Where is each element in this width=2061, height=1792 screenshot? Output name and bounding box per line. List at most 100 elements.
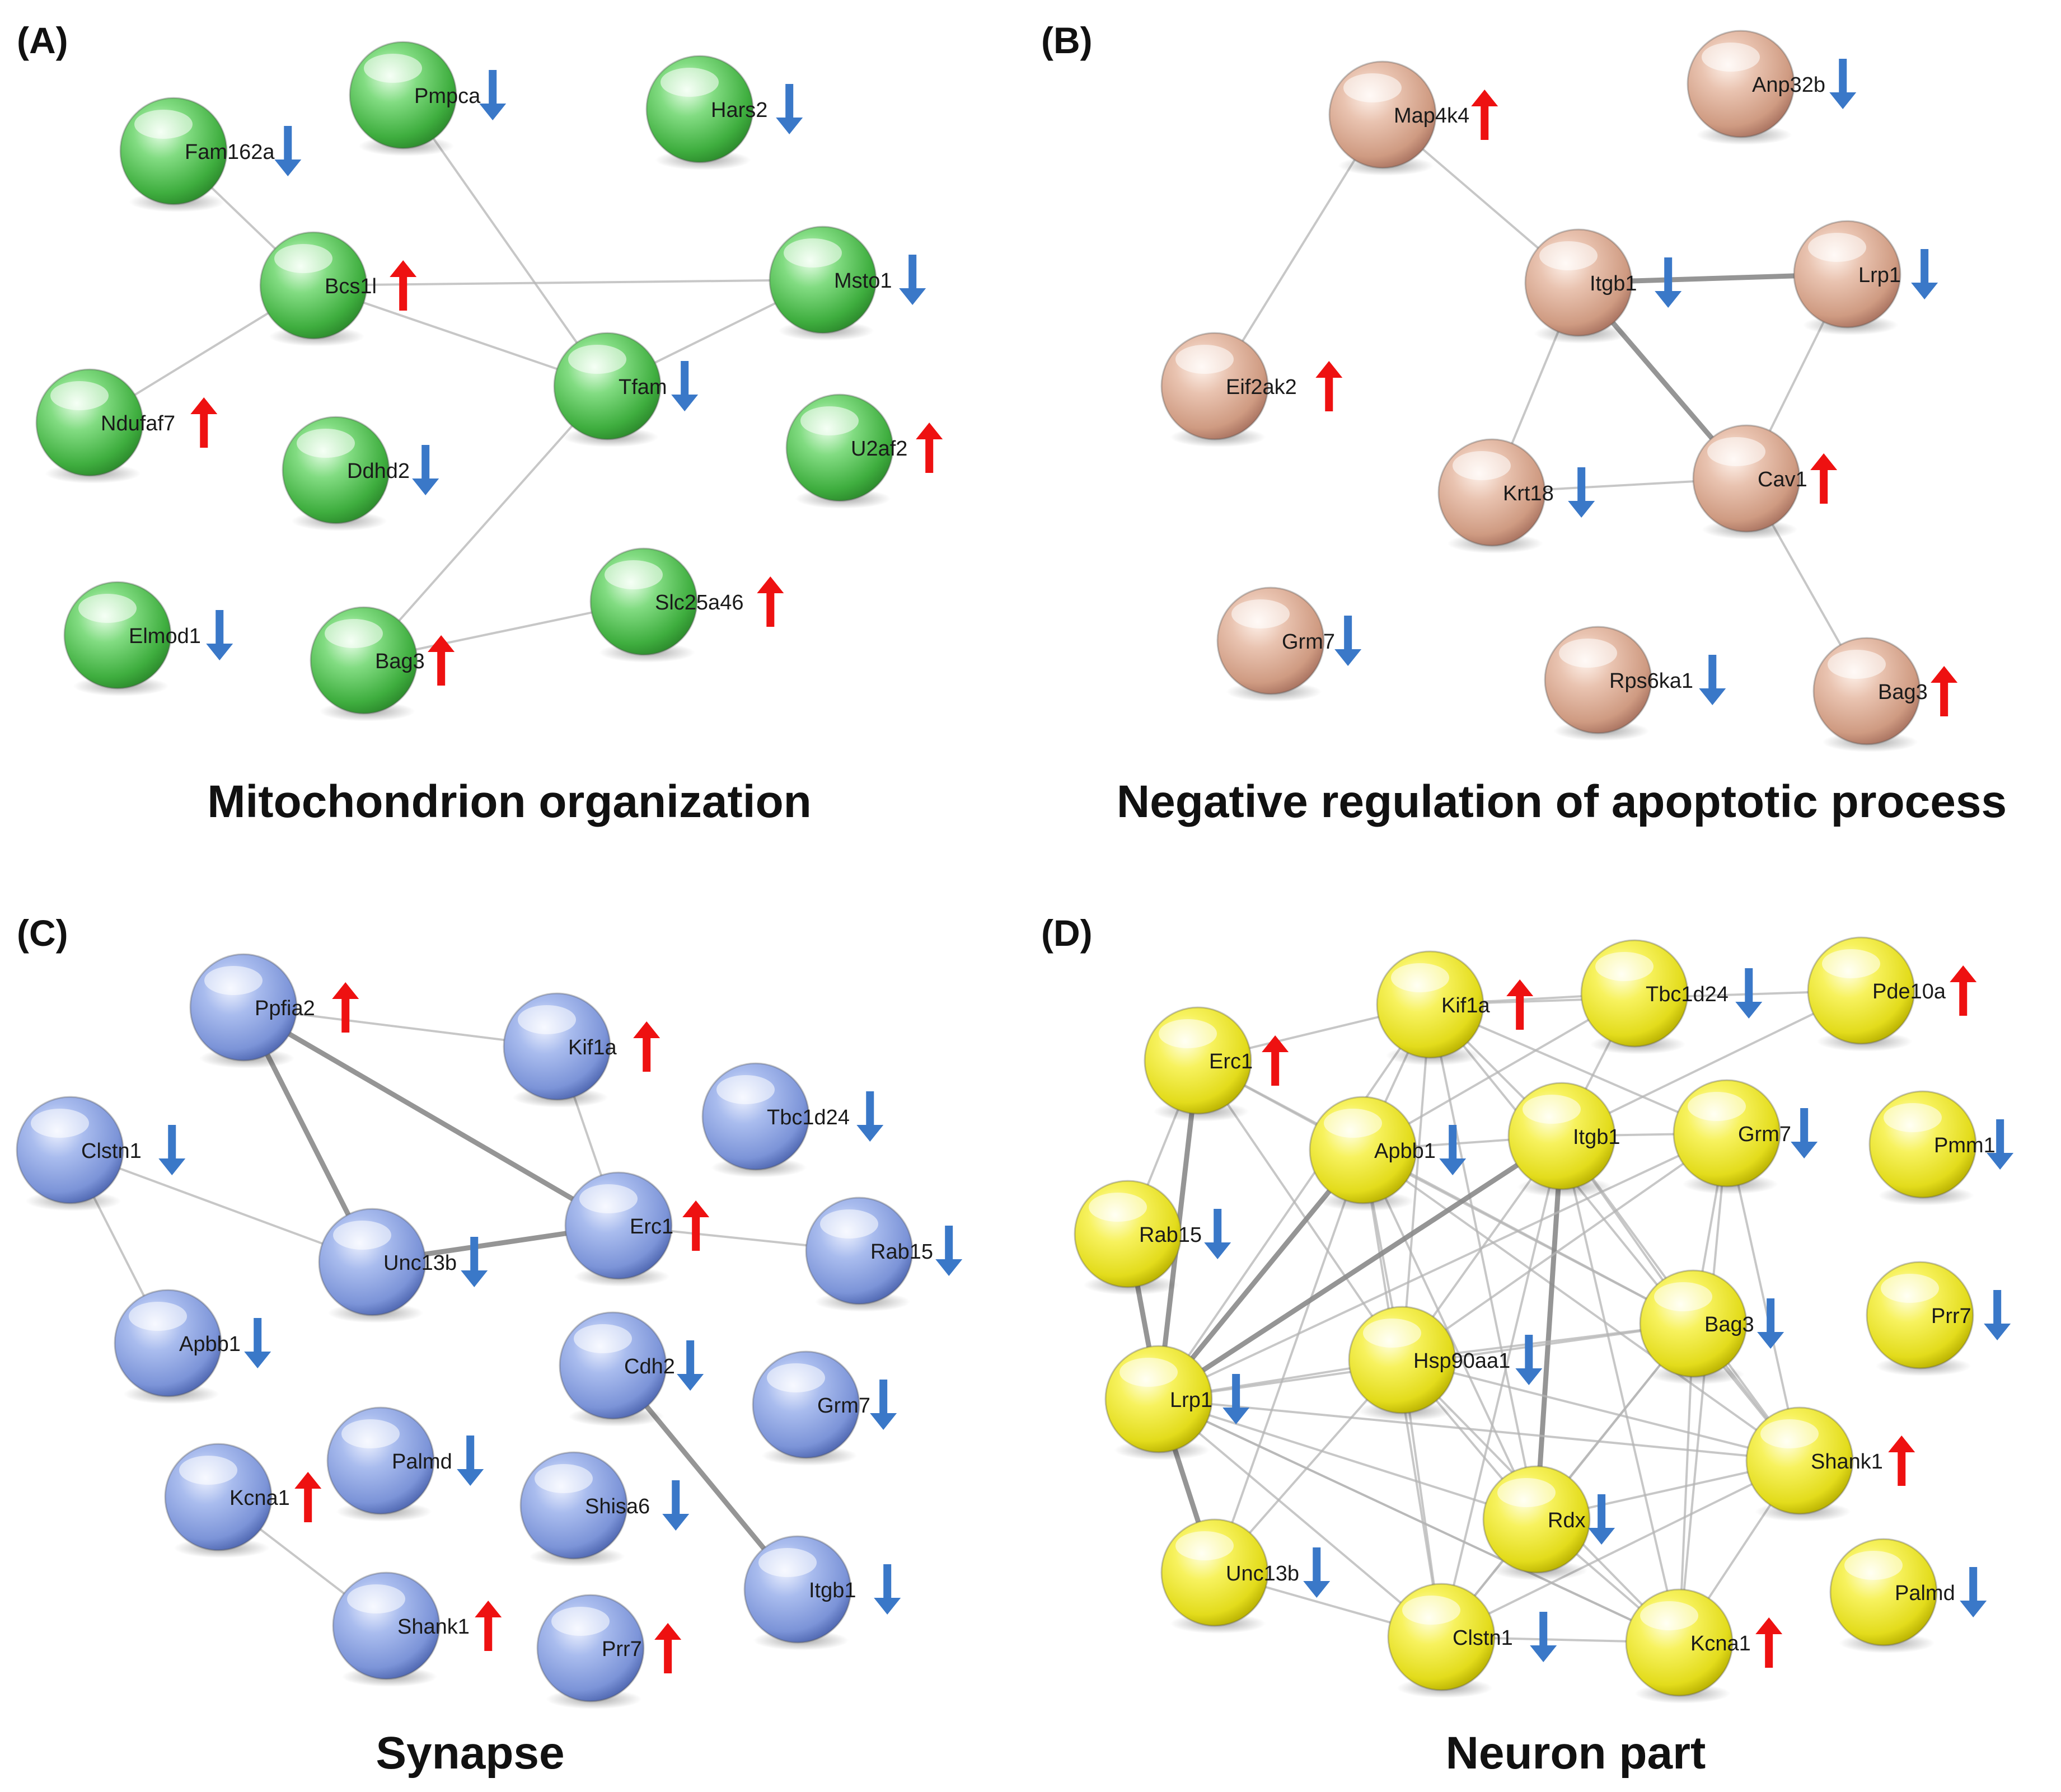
node-rps6ka1[interactable]: Rps6ka1 (1544, 626, 1726, 741)
node-slc25a46[interactable]: Slc25a46 (589, 547, 784, 663)
node-clstn1[interactable]: Clstn1 (16, 1096, 186, 1211)
node-shank1[interactable]: Shank1 (1745, 1406, 1915, 1522)
node-itgb1[interactable]: Itgb1 (1524, 228, 1682, 344)
node-ddhd2[interactable]: Ddhd2 (282, 416, 439, 531)
node-kif1a[interactable]: Kif1a (1376, 950, 1534, 1066)
node-label: Hsp90aa1 (1413, 1349, 1510, 1373)
node-prr7[interactable]: Prr7 (1866, 1261, 2011, 1376)
node-bcs1l[interactable]: Bcs1l (259, 231, 417, 346)
arrow-down-icon (1757, 1298, 1784, 1349)
node-pmpca[interactable]: Pmpca (349, 41, 507, 156)
node-shisa6[interactable]: Shisa6 (519, 1451, 690, 1566)
edge-hsp90aa1-shank1 (1402, 1359, 1800, 1462)
node-bag3[interactable]: Bag3 (1812, 637, 1958, 752)
arrow-up-icon (916, 423, 943, 473)
node-cav1[interactable]: Cav1 (1692, 424, 1838, 540)
node-cdh2[interactable]: Cdh2 (559, 1311, 704, 1427)
node-highlight (1640, 1601, 1698, 1630)
node-highlight (535, 1464, 593, 1493)
node-clstn1[interactable]: Clstn1 (1387, 1583, 1557, 1698)
node-palmd[interactable]: Palmd (326, 1406, 484, 1522)
edge-shank1-clstn1 (1441, 1460, 1800, 1638)
node-apbb1[interactable]: Apbb1 (114, 1289, 271, 1404)
node-itgb1[interactable]: Itgb1 (743, 1535, 901, 1650)
node-kcna1[interactable]: Kcna1 (1625, 1588, 1783, 1704)
node-label: Tfam (619, 376, 667, 399)
arrow-up-icon (682, 1200, 710, 1251)
node-rab15[interactable]: Rab15 (1074, 1180, 1231, 1295)
node-lrp1[interactable]: Lrp1 (1793, 220, 1938, 335)
arrow-down-icon (1303, 1547, 1331, 1598)
node-tbc1d24[interactable]: Tbc1d24 (701, 1062, 884, 1178)
node-anp32b[interactable]: Anp32b (1687, 30, 1857, 145)
node-highlight (134, 110, 193, 139)
edge-bcs1l-msto1 (313, 279, 823, 287)
node-rab15[interactable]: Rab15 (805, 1197, 963, 1312)
node-krt18[interactable]: Krt18 (1437, 438, 1595, 553)
node-highlight (1159, 1019, 1217, 1048)
arrow-up-icon (1931, 666, 1958, 716)
arrow-up-icon (757, 576, 784, 627)
node-msto1[interactable]: Msto1 (769, 226, 926, 341)
node-highlight (78, 594, 137, 623)
node-kif1a[interactable]: Kif1a (503, 992, 661, 1108)
node-highlight (1120, 1358, 1178, 1387)
node-erc1[interactable]: Erc1 (564, 1171, 710, 1287)
node-label: Palmd (392, 1450, 452, 1474)
node-highlight (1884, 1103, 1942, 1132)
node-hars2[interactable]: Hars2 (645, 55, 803, 170)
edge-pde10a-itgb1 (1561, 989, 1862, 1137)
node-highlight (297, 429, 355, 458)
arrow-down-icon (1334, 616, 1362, 666)
node-u2af2[interactable]: U2af2 (785, 393, 943, 509)
node-shank1[interactable]: Shank1 (332, 1571, 502, 1687)
node-itgb1[interactable]: Itgb1 (1507, 1082, 1620, 1197)
node-highlight (1402, 1596, 1460, 1625)
arrow-down-icon (935, 1226, 963, 1276)
node-apbb1[interactable]: Apbb1 (1309, 1096, 1467, 1211)
node-highlight (1654, 1282, 1712, 1311)
node-highlight (518, 1005, 576, 1034)
node-highlight (1175, 345, 1234, 374)
edge-grm7-kcna1 (1678, 1133, 1728, 1643)
edge-clstn1-unc13b (69, 1149, 373, 1263)
node-pde10a[interactable]: Pde10a (1807, 936, 1977, 1052)
panel-b-title: Negative regulation of apoptotic process (1117, 776, 2007, 827)
node-ndufaf7[interactable]: Ndufaf7 (35, 368, 218, 484)
node-ppfia2[interactable]: Ppfia2 (189, 953, 359, 1068)
node-palmd[interactable]: Palmd (1829, 1538, 1987, 1653)
panel-b: (B) Negative regulation of apoptotic pro… (1041, 20, 2007, 827)
arrow-up-icon (294, 1472, 322, 1522)
node-fam162a[interactable]: Fam162a (119, 97, 302, 212)
edge-kcna1-lrp1 (1158, 1398, 1680, 1644)
node-label: Prr7 (602, 1638, 642, 1661)
node-grm7[interactable]: Grm7 (1216, 587, 1362, 702)
node-hsp90aa1[interactable]: Hsp90aa1 (1348, 1306, 1543, 1421)
node-tbc1d24[interactable]: Tbc1d24 (1580, 939, 1763, 1054)
edge-ppfia2-erc1 (242, 1005, 620, 1228)
arrow-down-icon (461, 1237, 488, 1287)
node-unc13b[interactable]: Unc13b (318, 1208, 488, 1323)
node-grm7[interactable]: Grm7 (752, 1350, 897, 1466)
node-highlight (1175, 1531, 1234, 1560)
node-grm7[interactable]: Grm7 (1673, 1079, 1818, 1194)
node-prr7[interactable]: Prr7 (536, 1594, 682, 1709)
node-label: Erc1 (1209, 1050, 1253, 1073)
node-pmm1[interactable]: Pmm1 (1868, 1090, 2014, 1205)
node-rdx[interactable]: Rdx (1482, 1465, 1615, 1580)
node-erc1[interactable]: Erc1 (1144, 1006, 1289, 1122)
node-bag3[interactable]: Bag3 (310, 606, 455, 721)
arrow-down-icon (457, 1436, 484, 1486)
node-eif2ak2[interactable]: Eif2ak2 (1160, 332, 1343, 447)
node-elmod1[interactable]: Elmod1 (63, 581, 233, 696)
edge-lrp1-clstn1 (1158, 1398, 1442, 1638)
node-map4k4[interactable]: Map4k4 (1328, 60, 1498, 176)
node-tfam[interactable]: Tfam (553, 332, 699, 447)
node-lrp1[interactable]: Lrp1 (1104, 1345, 1250, 1460)
node-kcna1[interactable]: Kcna1 (164, 1443, 322, 1558)
node-highlight (31, 1109, 89, 1138)
node-label: Hars2 (711, 98, 767, 122)
node-unc13b[interactable]: Unc13b (1160, 1518, 1331, 1634)
node-bag3[interactable]: Bag3 (1639, 1269, 1784, 1385)
